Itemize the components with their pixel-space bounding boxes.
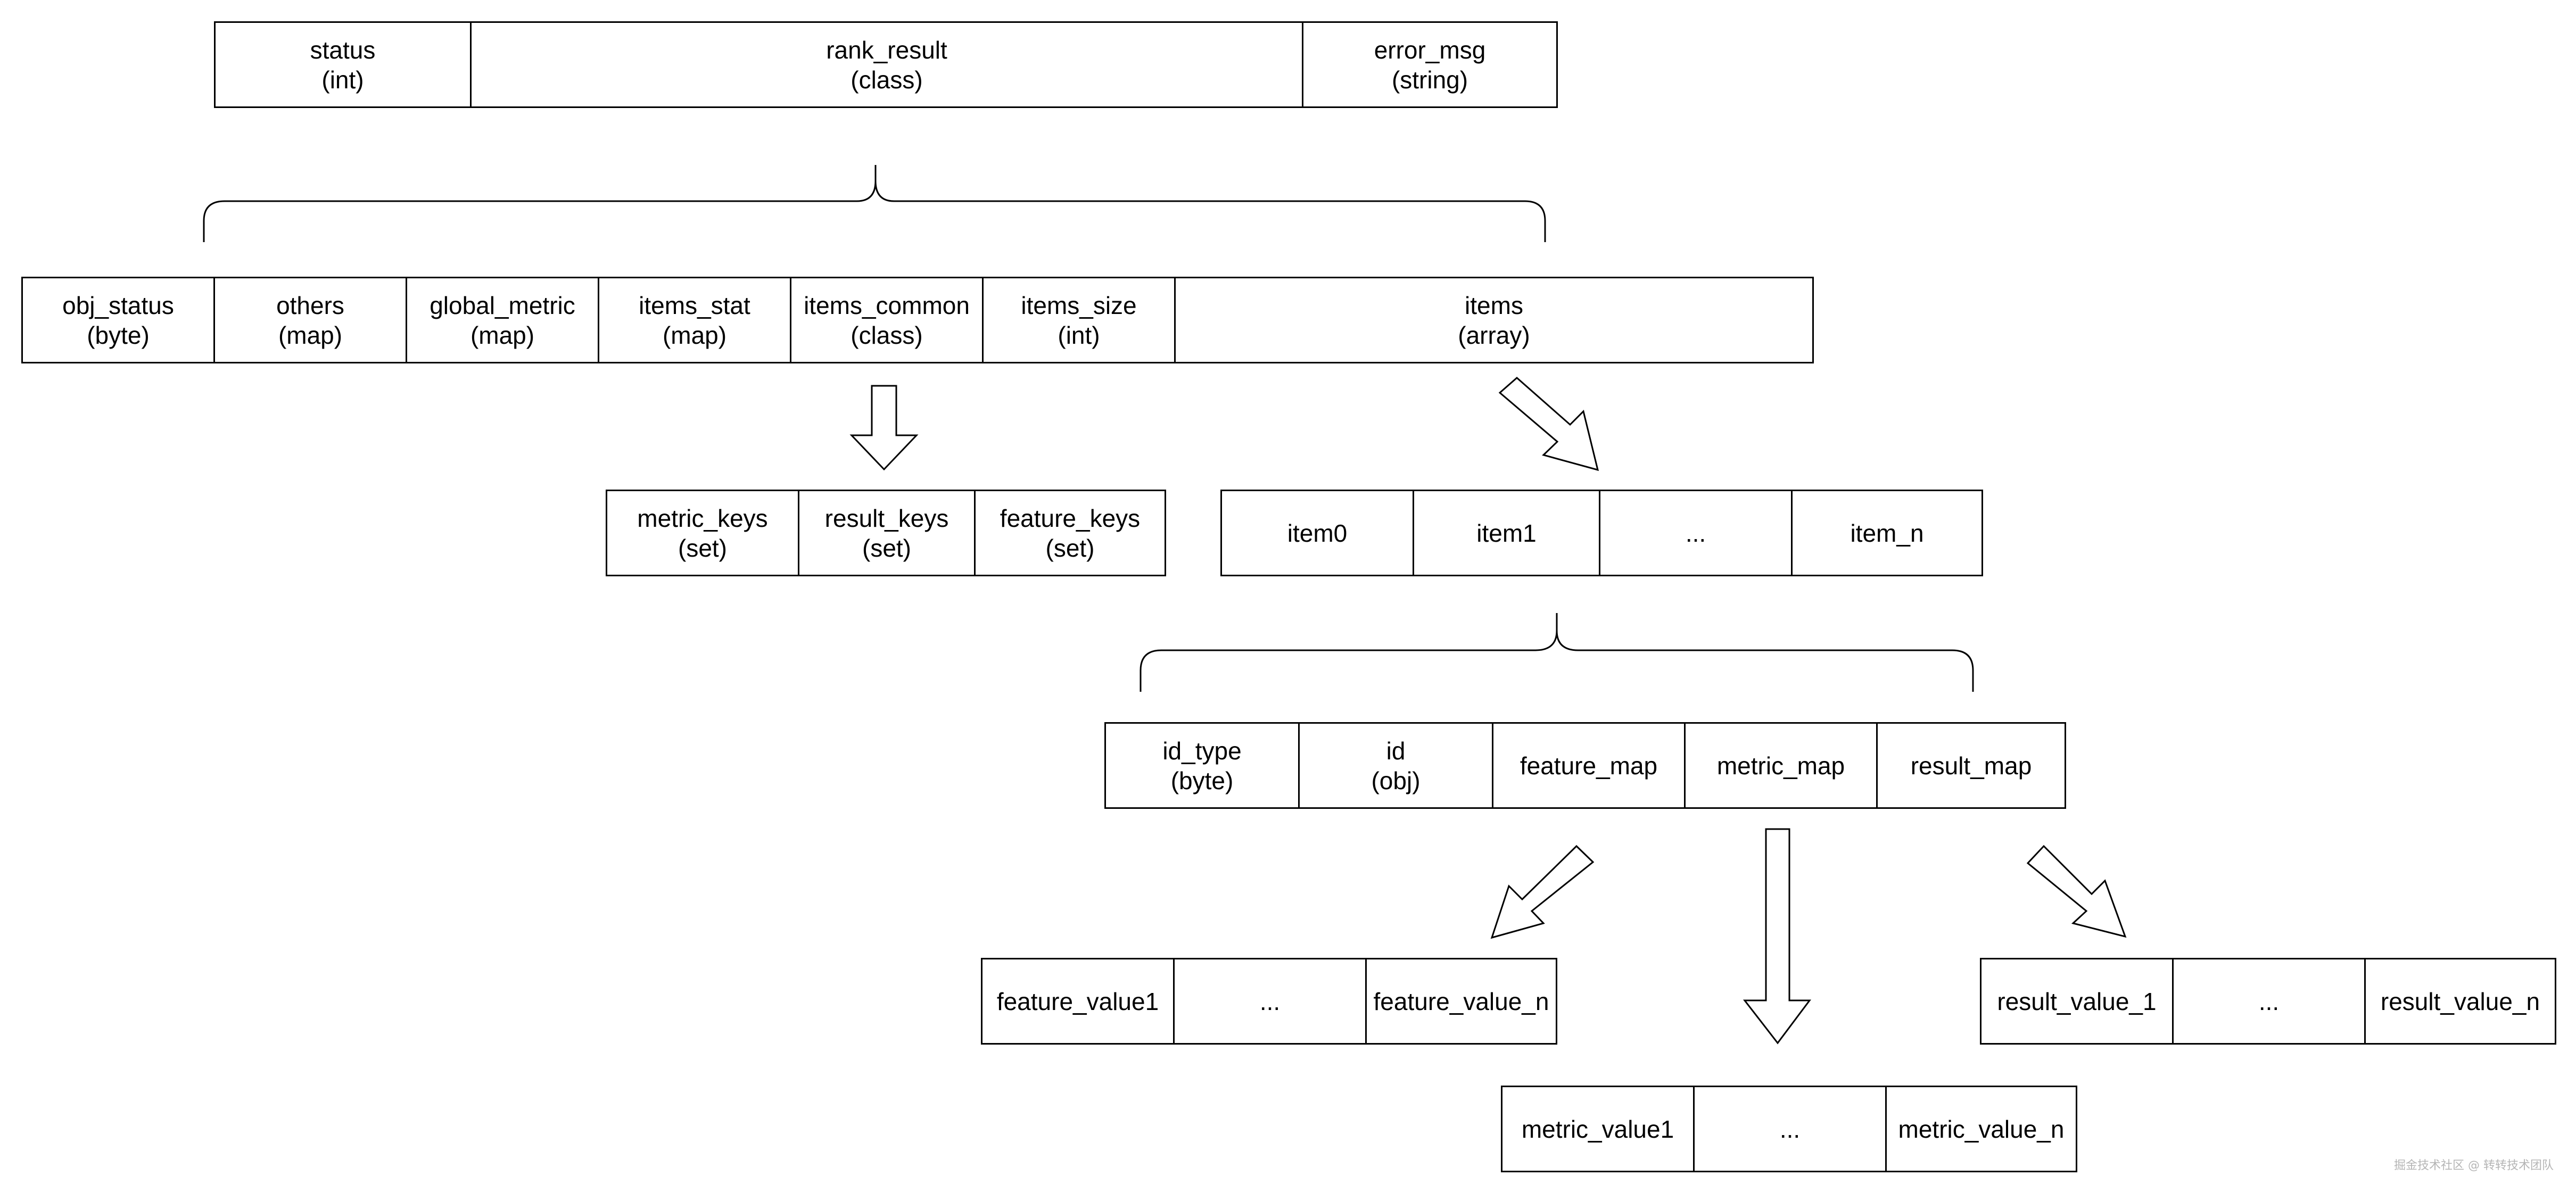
field-name: metric_map	[1716, 751, 1845, 780]
array-item-1: item1	[1414, 491, 1600, 575]
field-type: (set)	[862, 534, 911, 562]
field-name: error_msg	[1374, 36, 1486, 64]
value-label: result_value_1	[1997, 987, 2157, 1015]
item-label: ...	[1685, 519, 1706, 547]
field-type: (int)	[321, 65, 364, 94]
value-label: metric_value_n	[1898, 1115, 2065, 1143]
value-label: ...	[2258, 987, 2280, 1015]
item-brace	[1140, 613, 1974, 692]
items-common-struct: metric_keys (set) result_keys (set) feat…	[606, 490, 1166, 576]
metric-map-arrow	[1743, 828, 1811, 1045]
field-feature-keys: feature_keys (set)	[976, 491, 1165, 575]
field-type: (obj)	[1371, 766, 1421, 794]
field-name: rank_result	[826, 36, 947, 64]
field-items-common: items_common (class)	[791, 278, 984, 362]
field-type: (class)	[851, 65, 923, 94]
value-label: ...	[1779, 1115, 1801, 1143]
field-items-size: items_size (int)	[984, 278, 1176, 362]
field-type: (array)	[1458, 321, 1530, 349]
field-type: (class)	[851, 321, 923, 349]
value-label: feature_value1	[996, 987, 1159, 1015]
field-type: (map)	[278, 321, 343, 349]
field-type: (int)	[1058, 321, 1100, 349]
field-name: id	[1386, 736, 1406, 765]
items-array: item0 item1 ... item_n	[1220, 490, 1983, 576]
field-name: items_stat	[639, 291, 750, 319]
item-label: item_n	[1850, 519, 1924, 547]
array-item-n: item_n	[1793, 491, 1981, 575]
field-name: feature_keys	[1000, 504, 1141, 532]
feature-value-last: feature_value_n	[1367, 959, 1556, 1043]
metric-value-last: metric_value_n	[1887, 1087, 2076, 1171]
watermark: 掘金技术社区 @ 转转技术团队	[2394, 1159, 2554, 1172]
value-label: metric_value1	[1521, 1115, 1674, 1143]
field-name: result_map	[1910, 751, 2032, 780]
items-common-arrow	[849, 385, 919, 471]
value-label: result_value_n	[2380, 987, 2540, 1015]
metric-values: metric_value1 ... metric_value_n	[1501, 1086, 2077, 1172]
field-type: (map)	[470, 321, 535, 349]
field-name: items_common	[804, 291, 970, 319]
field-name: obj_status	[62, 291, 174, 319]
field-type: (byte)	[87, 321, 150, 349]
field-feature-map: feature_map	[1493, 724, 1686, 807]
field-id: id (obj)	[1300, 724, 1493, 807]
field-rank-result: rank_result (class)	[472, 23, 1303, 106]
field-error-msg: error_msg (string)	[1303, 23, 1556, 106]
field-obj-status: obj_status (byte)	[23, 278, 215, 362]
metric-value-first: metric_value1	[1502, 1087, 1695, 1171]
field-others: others (map)	[215, 278, 407, 362]
rank-result-struct: obj_status (byte) others (map) global_me…	[21, 277, 1814, 363]
field-name: result_keys	[824, 504, 949, 532]
field-result-map: result_map	[1878, 724, 2065, 807]
feature-value-ellipsis: ...	[1175, 959, 1367, 1043]
item-label: item0	[1287, 519, 1348, 547]
field-name: status	[310, 36, 376, 64]
field-items: items (array)	[1176, 278, 1812, 362]
field-name: feature_map	[1520, 751, 1658, 780]
result-value-ellipsis: ...	[2174, 959, 2366, 1043]
result-value-last: result_value_n	[2366, 959, 2555, 1043]
field-items-stat: items_stat (map)	[599, 278, 791, 362]
field-global-metric: global_metric (map)	[407, 278, 599, 362]
field-result-keys: result_keys (set)	[799, 491, 976, 575]
field-name: metric_keys	[637, 504, 768, 532]
field-status: status (int)	[216, 23, 472, 106]
field-name: items	[1465, 291, 1523, 319]
value-label: feature_value_n	[1373, 987, 1549, 1015]
result-value-first: result_value_1	[1981, 959, 2174, 1043]
field-type: (set)	[678, 534, 727, 562]
field-type: (set)	[1045, 534, 1095, 562]
field-type: (byte)	[1170, 766, 1234, 794]
array-item-0: item0	[1222, 491, 1414, 575]
top-level-struct: status (int) rank_result (class) error_m…	[214, 21, 1558, 108]
field-name: global_metric	[430, 291, 575, 319]
field-type: (string)	[1391, 65, 1468, 94]
field-metric-keys: metric_keys (set)	[607, 491, 799, 575]
result-map-arrow	[2026, 845, 2127, 938]
item-label: item1	[1476, 519, 1537, 547]
field-name: items_size	[1021, 291, 1137, 319]
item-struct: id_type (byte) id (obj) feature_map metr…	[1104, 722, 2066, 809]
field-metric-map: metric_map	[1686, 724, 1878, 807]
metric-value-ellipsis: ...	[1695, 1087, 1887, 1171]
array-ellipsis: ...	[1600, 491, 1793, 575]
items-arrow	[1498, 377, 1599, 471]
field-name: id_type	[1162, 736, 1242, 765]
field-name: others	[276, 291, 344, 319]
rank-result-brace	[203, 165, 1546, 242]
field-id-type: id_type (byte)	[1106, 724, 1300, 807]
feature-map-arrow	[1490, 845, 1595, 939]
field-type: (map)	[662, 321, 727, 349]
feature-value-first: feature_value1	[982, 959, 1175, 1043]
feature-values: feature_value1 ... feature_value_n	[981, 958, 1557, 1045]
value-label: ...	[1259, 987, 1281, 1015]
result-values: result_value_1 ... result_value_n	[1980, 958, 2556, 1045]
